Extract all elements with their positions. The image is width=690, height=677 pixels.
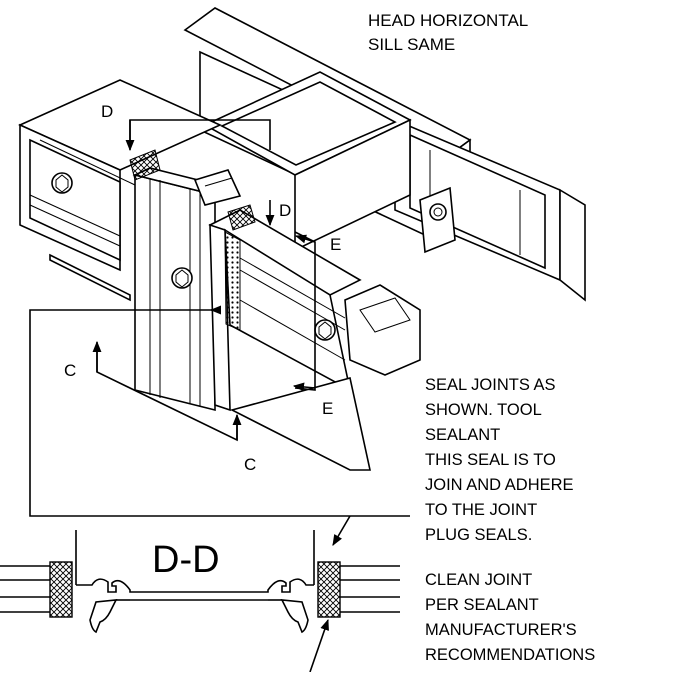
section-mark-c-right: C xyxy=(244,455,256,474)
isometric-assembly xyxy=(18,7,586,673)
seal-note-line: SHOWN. TOOL xyxy=(425,401,542,419)
end-profile xyxy=(419,186,456,254)
seal-note-line: SEAL JOINTS AS xyxy=(425,376,556,394)
seal-note-line: TO THE JOINT xyxy=(425,501,537,519)
head-note-line1: HEAD HORIZONTAL xyxy=(368,11,528,30)
section-cut-lines xyxy=(92,119,316,442)
section-mark-e-top: E xyxy=(330,235,341,254)
seal-note-line: THIS SEAL IS TO xyxy=(425,451,556,469)
section-d-d xyxy=(0,530,400,634)
section-mark-e-bottom: E xyxy=(322,399,333,418)
section-mark-d-top: D xyxy=(101,102,113,121)
right-horizontal xyxy=(129,149,421,471)
clean-note-line: PER SEALANT xyxy=(425,596,539,614)
seal-note-line: JOIN AND ADHERE xyxy=(425,476,574,494)
seal-note-line: PLUG SEALS. xyxy=(425,526,532,544)
section-title: D-D xyxy=(152,539,220,581)
seal-note-line: SEALANT xyxy=(425,426,500,444)
left-horizontal xyxy=(18,79,222,302)
head-note-line2: SILL SAME xyxy=(368,35,455,54)
box-tube xyxy=(203,71,412,252)
seal-note: SEAL JOINTS AS SHOWN. TOOL SEALANT THIS … xyxy=(425,376,574,544)
clean-note-line: RECOMMENDATIONS xyxy=(425,646,595,664)
clean-note-line: MANUFACTURER'S xyxy=(425,621,577,639)
leader-lines xyxy=(29,305,410,673)
section-mark-c-left: C xyxy=(64,361,76,380)
vertical-mullion xyxy=(132,167,242,412)
clean-note: CLEAN JOINT PER SEALANT MANUFACTURER'S R… xyxy=(425,571,595,664)
section-mark-d-mid: D xyxy=(279,201,291,220)
clean-note-line: CLEAN JOINT xyxy=(425,571,532,589)
